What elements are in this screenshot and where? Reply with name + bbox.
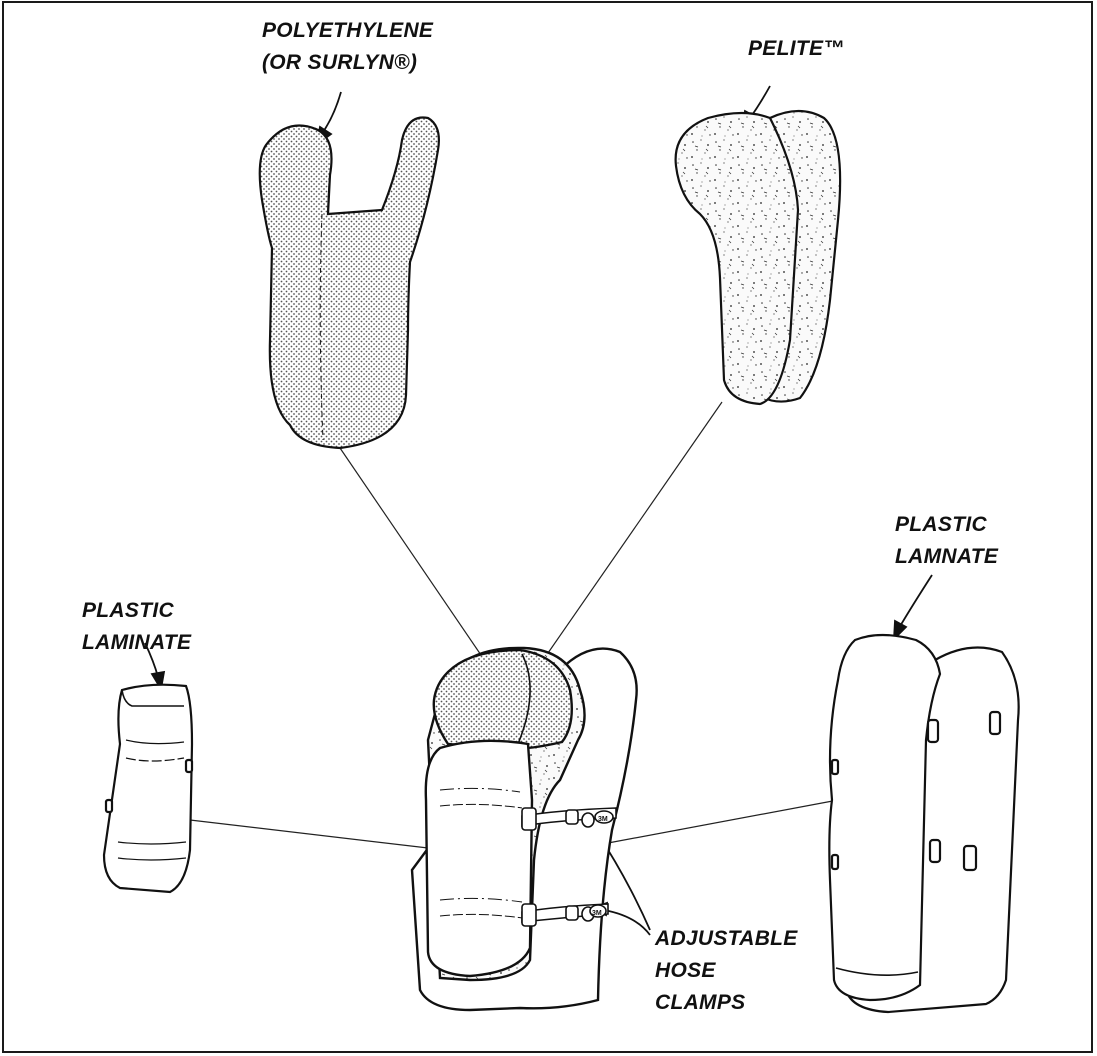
label-right-plastic: PLASTIC: [895, 514, 987, 535]
clamp-mark-upper: 3M: [598, 816, 608, 823]
left-laminate-shell: [104, 685, 192, 892]
polyethylene-arrow-icon: [323, 92, 341, 132]
label-clamps-hose: HOSE: [655, 960, 716, 981]
label-pelite: PELITE™: [748, 38, 845, 59]
label-clamps-adjustable: ADJUSTABLE: [655, 928, 798, 949]
right-laminate-shell: [829, 635, 1018, 1012]
label-left-laminate: LAMINATE: [82, 632, 191, 653]
label-left-plastic: PLASTIC: [82, 600, 174, 621]
assembled-socket: [412, 648, 637, 1010]
pelite-liner: [676, 111, 841, 404]
clamp-mark-lower: 3M: [592, 910, 602, 917]
polyethylene-liner: [260, 117, 439, 448]
connector-polyethylene: [340, 448, 483, 658]
right-laminate-arrow-icon: [899, 575, 932, 628]
connector-right-laminate: [608, 800, 838, 843]
label-polyethylene: POLYETHYLENE: [262, 20, 433, 41]
label-right-lamnate: LAMNATE: [895, 546, 998, 567]
label-clamps-clamps: CLAMPS: [655, 992, 745, 1013]
connector-left-laminate: [190, 820, 428, 848]
label-polyethylene-alt: (OR SURLYN®): [262, 52, 417, 73]
connector-pelite: [548, 402, 722, 653]
